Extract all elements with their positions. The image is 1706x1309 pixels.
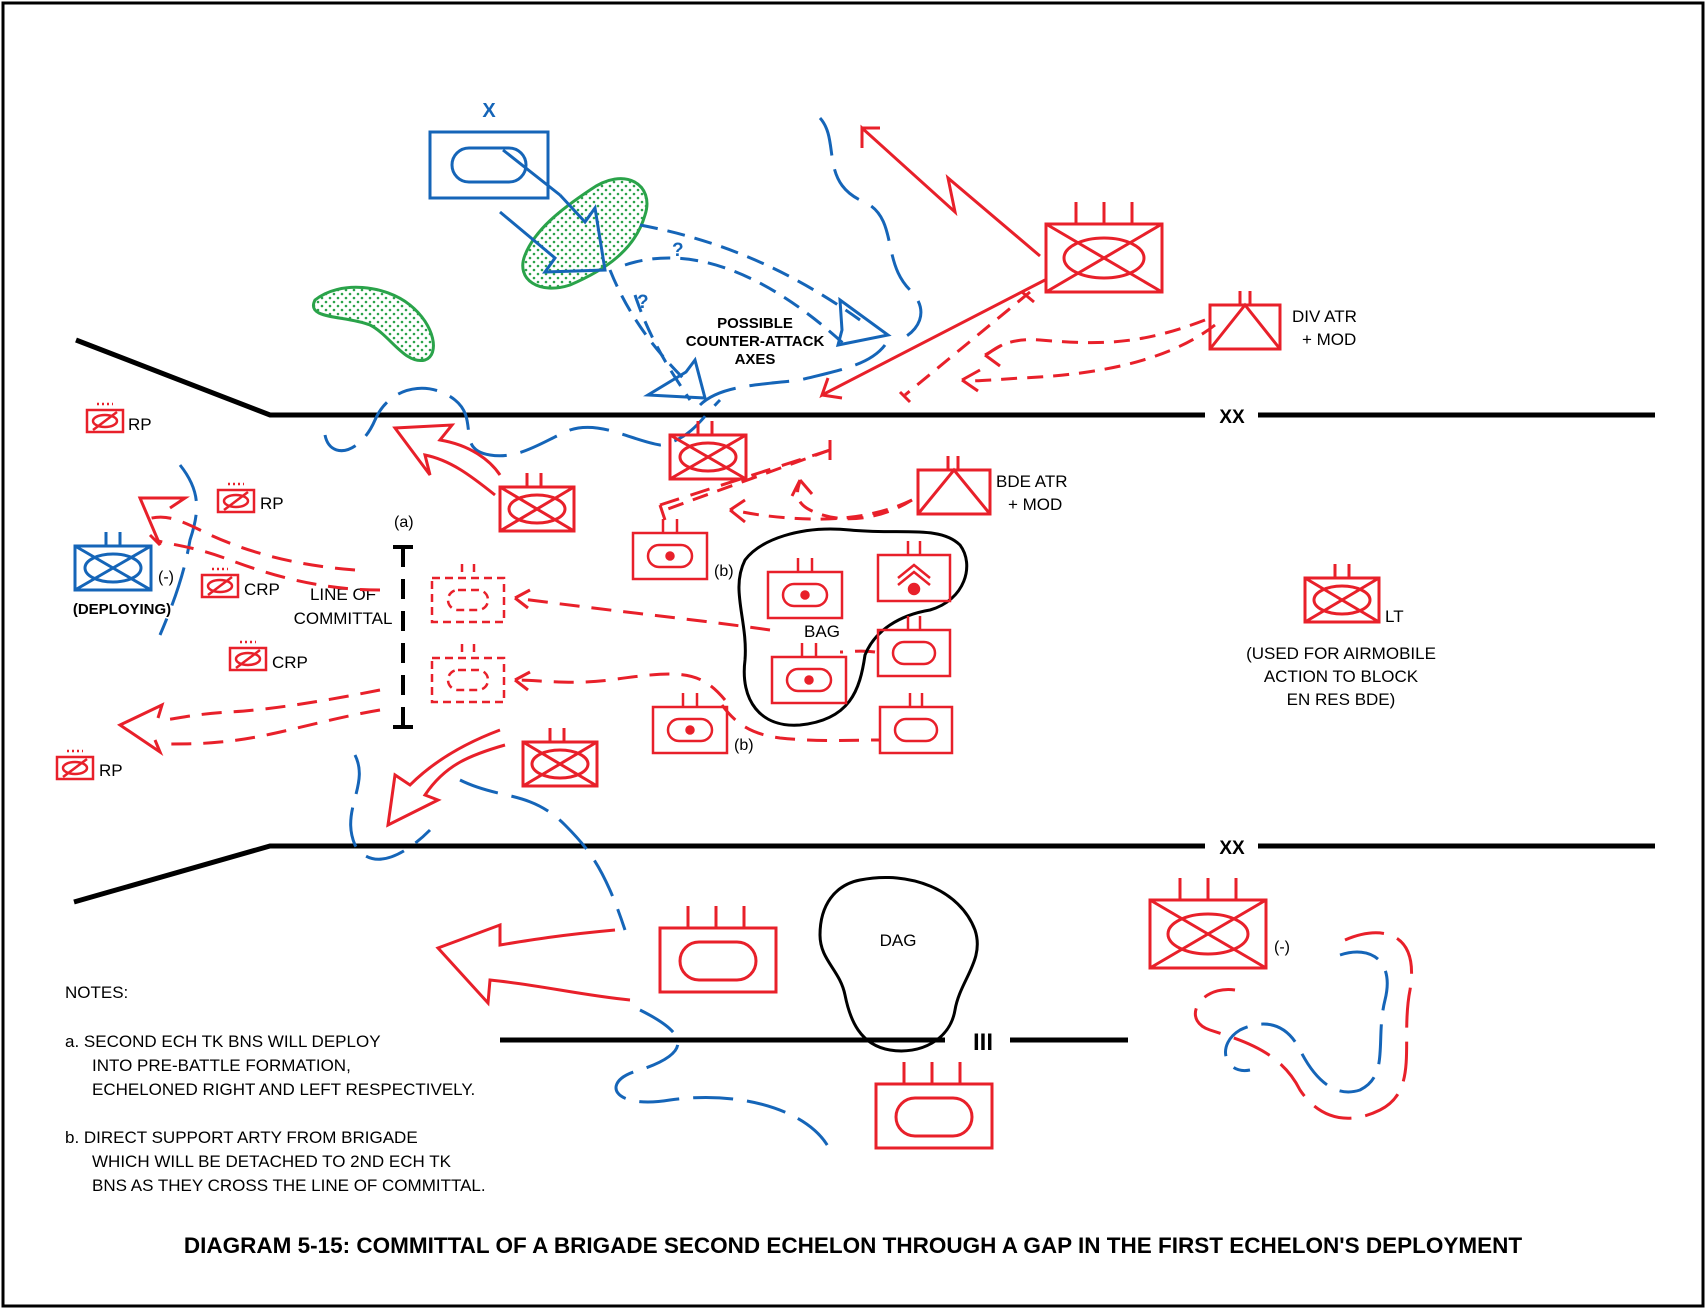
note-a-line-2: INTO PRE-BATTLE FORMATION,: [92, 1056, 351, 1075]
crp-label-1: CRP: [244, 580, 280, 599]
bag-label: BAG: [804, 622, 840, 641]
bde-atr-label-line-2: + MOD: [1008, 495, 1062, 514]
tank-regiment-bottom-left-arrow: [435, 922, 631, 1007]
friendly-bn-left-upper-arrow: [392, 423, 502, 497]
lt-symbol: [1303, 564, 1381, 624]
enemy-brigade-symbol: [428, 130, 550, 200]
bag-outline: [737, 527, 969, 727]
possible-axes-label-line-1: POSSIBLE: [717, 315, 793, 332]
rp-label-2: RP: [260, 494, 284, 513]
tank-regiment-bottom-center: [874, 1062, 994, 1150]
enemy-deploying-battalion: [73, 532, 153, 592]
crp-symbol-1: [200, 567, 240, 599]
rp-symbol-3: [55, 749, 95, 781]
note-b-line-3: BNS AS THEY CROSS THE LINE OF COMMITTAL.: [92, 1176, 486, 1195]
div-atr-label-line-1: DIV ATR: [1292, 307, 1357, 326]
lt-note-line-3: EN RES BDE): [1287, 690, 1396, 709]
friendly-tank-division: [1044, 202, 1164, 294]
mixed-defense-loops: [1193, 931, 1413, 1120]
lt-label: LT: [1385, 607, 1404, 626]
bag-arty-2: [770, 643, 848, 705]
note-a-line-3: ECHELONED RIGHT AND LEFT RESPECTIVELY.: [92, 1080, 475, 1099]
line-of-committal-label-line-1: LINE OF: [310, 585, 376, 604]
regiment-boundary-label: III: [973, 1029, 993, 1056]
bde-atr-arrowheads: [658, 440, 832, 524]
tank-symbol-bag-right-lower: [878, 693, 954, 755]
division-boundary-top: [75, 337, 1655, 418]
tank-symbol-bag-right-upper: [876, 616, 952, 678]
committal-route-arrowheads: [514, 588, 531, 692]
division-boundary-bottom-label: XX: [1219, 838, 1245, 859]
bde-atr-symbol: [916, 456, 992, 516]
div-atr-arrowheads: [898, 290, 1035, 404]
rp-label-3: RP: [99, 761, 123, 780]
bde-atr-label-line-1: BDE ATR: [996, 472, 1067, 491]
bag-rocket-launcher: [876, 541, 952, 603]
notes-heading: NOTES:: [65, 983, 128, 1002]
division-boundary-bottom: [73, 843, 1655, 905]
line-of-committal-label-line-2: COMMITTAL: [294, 609, 393, 628]
note-a-marker: (a): [394, 514, 414, 531]
left-withdrawal-arrow-upper: [137, 496, 190, 547]
line-of-committal: [393, 545, 413, 729]
div-atr-label-line-2: + MOD: [1302, 330, 1356, 349]
note-b-marker-1: (b): [714, 563, 734, 580]
div-atr-blocking-lines: [904, 290, 1216, 397]
second-echelon-tank-bn-1: [430, 564, 506, 624]
arty-symbol-left-lower: [651, 693, 729, 755]
question-mark-2: ?: [637, 292, 649, 313]
lt-note-line-1: (USED FOR AIRMOBILE: [1246, 644, 1436, 663]
left-withdrawal-arrow-lower: [116, 702, 165, 757]
tank-division-minus-bottom-right: [1148, 878, 1268, 970]
arty-symbol-left-upper: [631, 519, 709, 581]
enemy-deploying-minus: (-): [158, 569, 174, 586]
possible-axes-label-line-3: AXES: [735, 351, 776, 368]
enemy-axis-solid: [499, 148, 607, 274]
friendly-bn-top-center: [668, 421, 748, 481]
question-mark-1: ?: [672, 240, 684, 261]
enemy-defense-lines: [158, 116, 923, 1151]
woods-area-2: [311, 285, 435, 362]
friendly-bn-left-upper: [498, 473, 576, 533]
bag-arty-1: [766, 558, 844, 620]
rp-symbol-1: [85, 402, 125, 434]
tank-regiment-bottom-left: [658, 906, 778, 994]
dag-label: DAG: [880, 931, 917, 950]
possible-axis-head-2: [643, 356, 707, 400]
div-atr-symbol: [1208, 291, 1282, 351]
dag-outline: [818, 875, 979, 1053]
possible-axes-label-line-2: COUNTER-ATTACK: [686, 333, 825, 350]
diagram-title: DIAGRAM 5-15: COMMITTAL OF A BRIGADE SEC…: [184, 1233, 1523, 1258]
possible-axis-head-1: [835, 296, 892, 347]
division-boundary-top-label: XX: [1219, 407, 1245, 428]
friendly-bn-left-lower: [521, 728, 599, 788]
rp-label-1: RP: [128, 415, 152, 434]
possible-counterattack-axes: [608, 223, 861, 401]
friendly-bn-left-lower-arrow: [386, 728, 506, 828]
crp-symbol-2: [228, 640, 268, 672]
enemy-brigade-echelon-mark: X: [482, 100, 496, 122]
lt-note-line-2: ACTION TO BLOCK: [1264, 667, 1419, 686]
note-b-line-2: WHICH WILL BE DETACHED TO 2ND ECH TK: [92, 1152, 452, 1171]
second-echelon-tank-bn-2: [430, 644, 506, 704]
counterattack-to-boundary-arrow: [819, 278, 1046, 400]
rp-symbol-2: [216, 482, 256, 514]
note-a-line-1: a. SECOND ECH TK BNS WILL DEPLOY: [65, 1032, 381, 1051]
note-b-marker-2: (b): [734, 737, 754, 754]
crp-label-2: CRP: [272, 653, 308, 672]
enemy-deploying-label: (DEPLOYING): [73, 601, 171, 618]
tank-division-minus-label: (-): [1274, 939, 1290, 956]
committal-routes: [144, 448, 881, 746]
airmobile-axis-arrow: [860, 124, 1041, 258]
note-b-line-1: b. DIRECT SUPPORT ARTY FROM BRIGADE: [65, 1128, 418, 1147]
